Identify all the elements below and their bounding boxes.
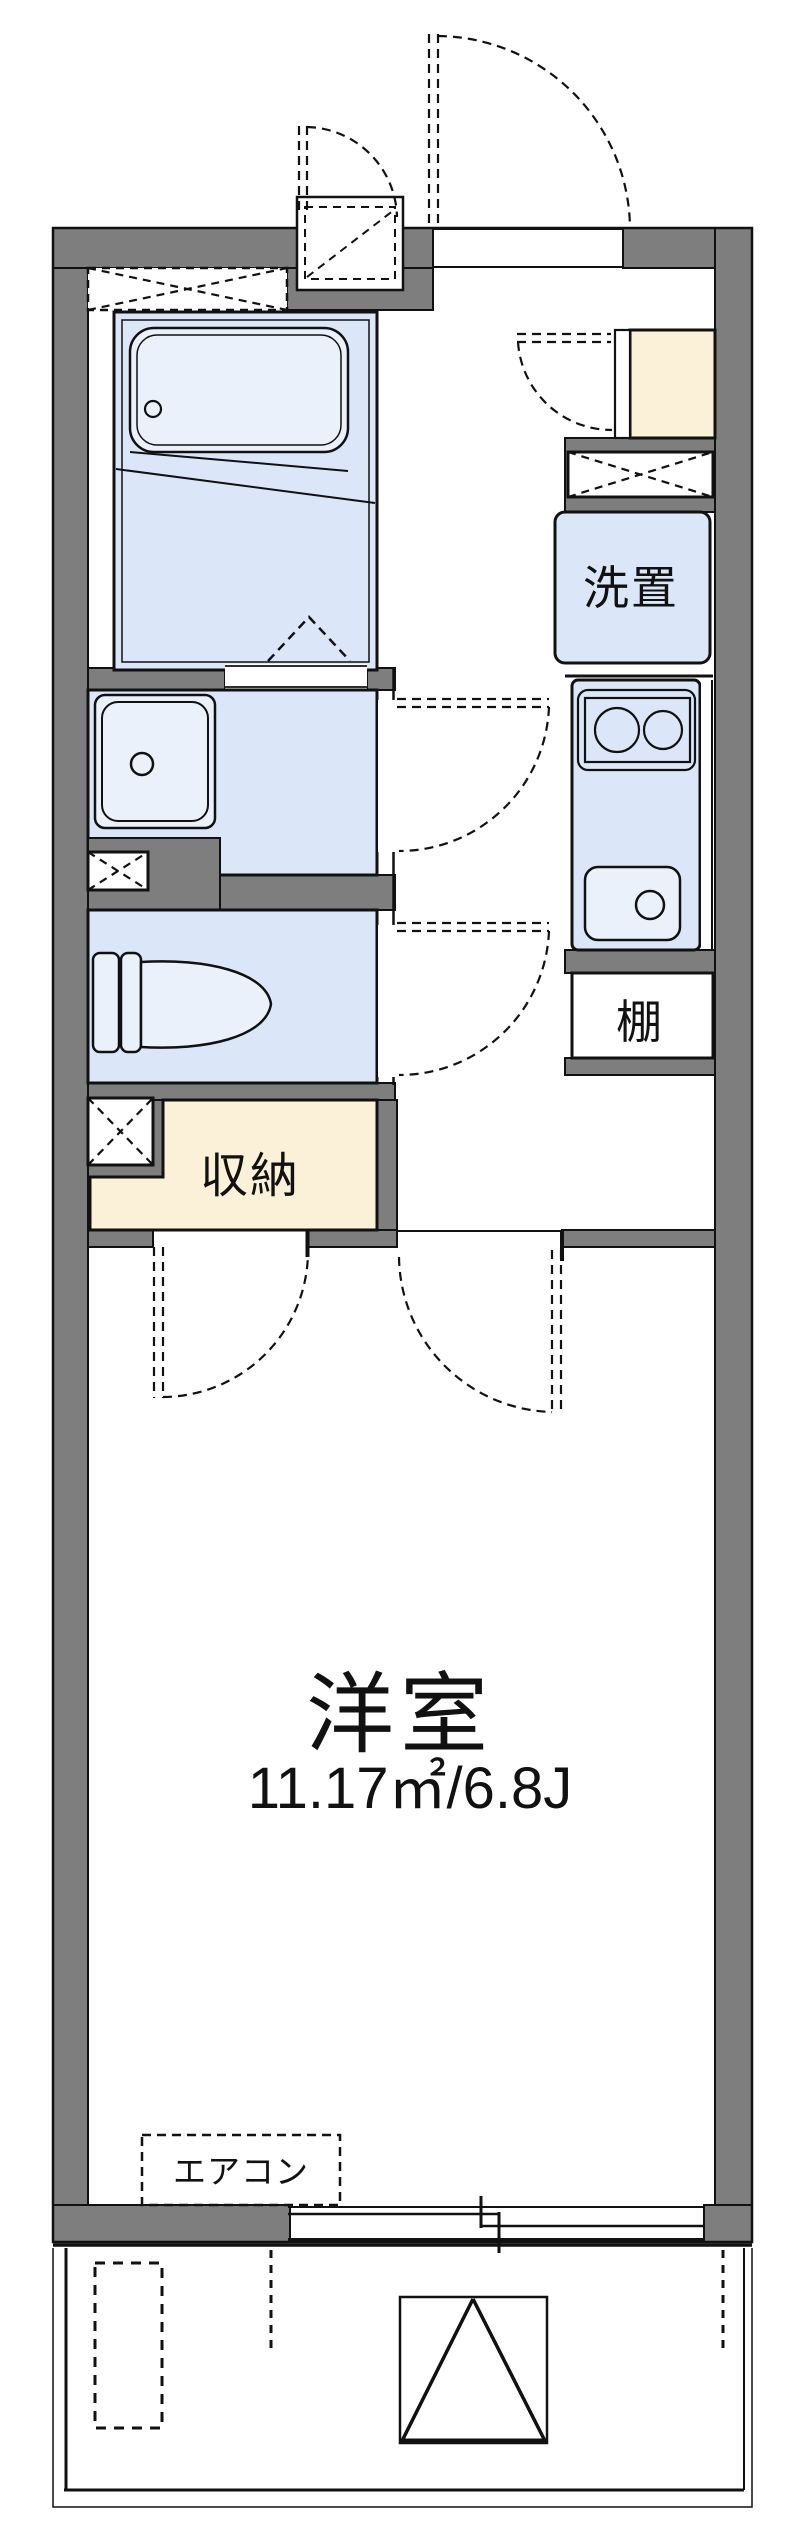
washroom-doorway [378,700,395,852]
main-room: 洋室 11.17㎡/6.8J エアコン [140,1230,573,2207]
aircon-label: エアコン [173,2153,309,2190]
entrance [295,34,632,292]
stove-top [583,696,692,764]
bathroom-doorway-lines [225,665,367,688]
shoe-cabinet-open-door [613,328,632,440]
bathtub-apron-line [115,468,376,504]
shelf-label: 棚 [616,996,664,1048]
bathtub-drain [143,399,163,419]
kitchen-sink [583,865,682,942]
toilet-room [86,908,395,1085]
storage-cabinet [88,1098,379,1232]
washroom-door-swing [397,697,551,853]
storage-window-x [87,1097,154,1166]
balcony-partition-lines [269,2250,725,2348]
bathroom-inner-line [121,319,370,663]
evacuation-hatch [398,2295,549,2445]
kitchen: 洗置 棚 [553,450,715,1060]
bathtub-apron-line [129,451,349,472]
balcony-dashed-area [93,2261,164,2430]
kitchen-counter-edge [701,681,712,949]
toilet-tank [119,951,143,1054]
walls [51,226,754,2244]
vanity-faucet [129,751,155,777]
storage-label: 収納 [200,1150,300,1203]
toilet-tank [91,951,121,1054]
meter-box [295,195,405,292]
bathroom-folding-door [267,615,351,662]
washer-space [553,510,712,665]
main-room-area: 11.17㎡/6.8J [248,1756,573,1821]
vanity-sink [93,693,217,830]
washroom-window-x [87,851,149,891]
kitchen-window-x [567,450,714,499]
stove-burner [642,709,684,751]
toilet-bowl [139,960,273,1049]
bathtub-inner-line [136,334,342,446]
shoe-cabinet-door-swing [516,332,613,432]
balcony [52,2243,753,2508]
storage-door-swing [152,1247,310,1399]
entrance-door-swing [427,34,632,230]
washer-space-label: 洗置 [583,562,679,614]
toilet-doorway [378,925,395,1077]
shoe-cabinet [516,328,717,440]
meter-box-symbol [304,206,396,280]
main-room-label: 洋室 [306,1665,494,1764]
bathtub [128,326,350,454]
shelf-box [570,971,715,1060]
bathroom-window-x [87,266,288,312]
balcony-window [288,2196,704,2253]
evacuation-hatch-triangle [401,2298,546,2440]
meter-box-door-swing [297,125,399,218]
stove-burner [593,706,641,754]
aircon-box [140,2133,342,2207]
vanity-basin [101,701,209,822]
bathroom-doorway [225,664,367,689]
balcony-outer-line [52,2248,753,2508]
stove [576,688,697,772]
room-door-swing [397,1250,563,1414]
storage: 収納 [86,1096,379,1232]
shoe-cabinet-box [628,328,717,440]
bathroom [86,266,379,689]
kitchen-faucet [634,889,666,921]
washroom [86,688,395,911]
toilet-door-swing [397,921,551,1077]
meter-box-diagonal [306,209,395,278]
